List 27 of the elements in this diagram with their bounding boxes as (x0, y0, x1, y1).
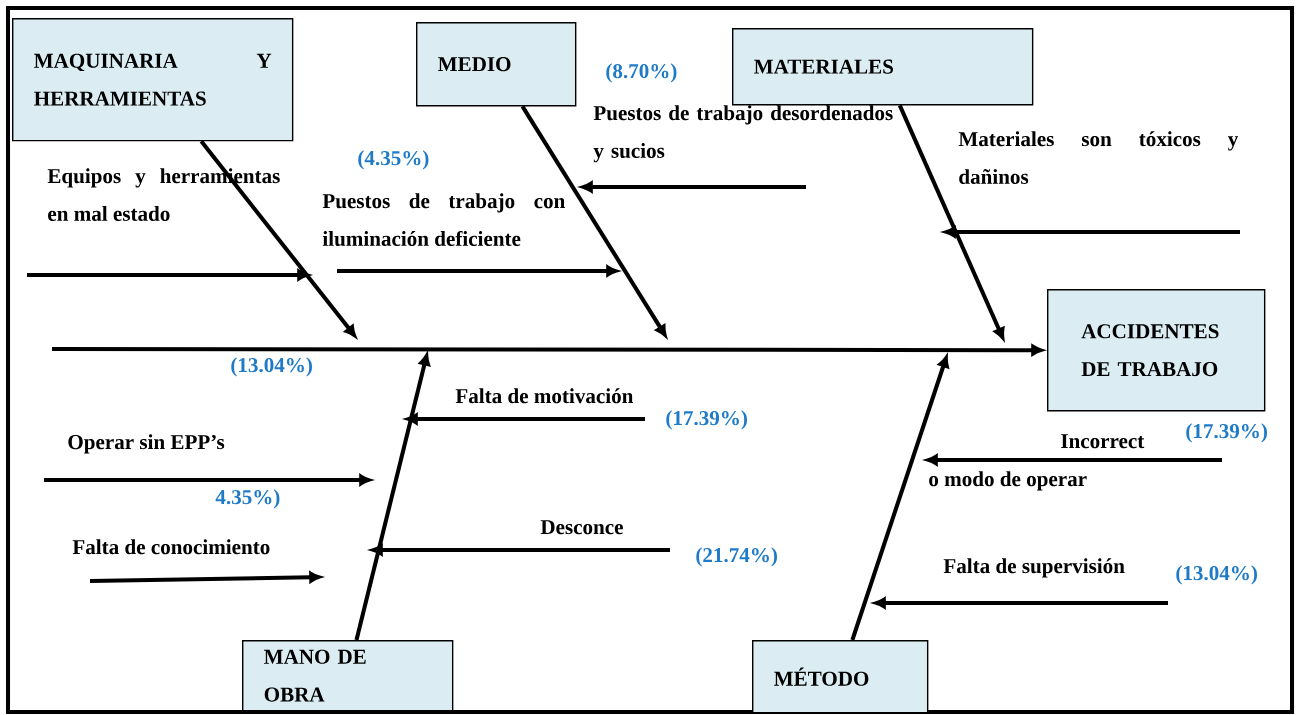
cause-label: Puestos de trabajo con iluminación deficiente (322, 193, 565, 246)
percentage-label: (13.04%) (1176, 565, 1257, 585)
cause-label: Puestos de trabajo desordenados y sucios (593, 105, 893, 163)
cause-label: Falta de motivación (455, 388, 634, 404)
cause-label: Incorrect (1061, 434, 1145, 449)
cause-label: Desconce (540, 520, 623, 535)
category-box: MÉTODO (752, 640, 929, 714)
percentage-label: (21.74%) (696, 547, 777, 567)
percentage-label: (13.04%) (231, 357, 312, 377)
category-box: MEDIO (416, 22, 577, 107)
category-box: MANO DE OBRA (242, 640, 454, 712)
percentage-label: (8.70%) (606, 63, 677, 83)
bone-arrow (354, 353, 431, 641)
cause-label: Materiales son tóxicos y dañinos (958, 131, 1239, 184)
cause-label: o modo de operar (929, 471, 1087, 491)
percentage-label: (4.35%) (358, 150, 429, 170)
cause-label: Falta de conocimiento (72, 539, 270, 555)
percentage-label: 4.35%) (215, 489, 280, 509)
category-box: MAQUINARIA Y HERRAMIENTAS (12, 18, 294, 142)
cause-label: Falta de supervisión (943, 558, 1125, 578)
category-box: MATERIALES (732, 28, 1034, 106)
cause-label: Operar sin EPP’s (68, 434, 225, 454)
bone-arrow (199, 140, 357, 338)
bone-arrow (897, 104, 1005, 340)
percentage-label: (17.39%) (666, 410, 747, 430)
effect-box: ACCIDENTES DE TRABAJO (1047, 289, 1266, 412)
bone-arrow (850, 355, 949, 641)
